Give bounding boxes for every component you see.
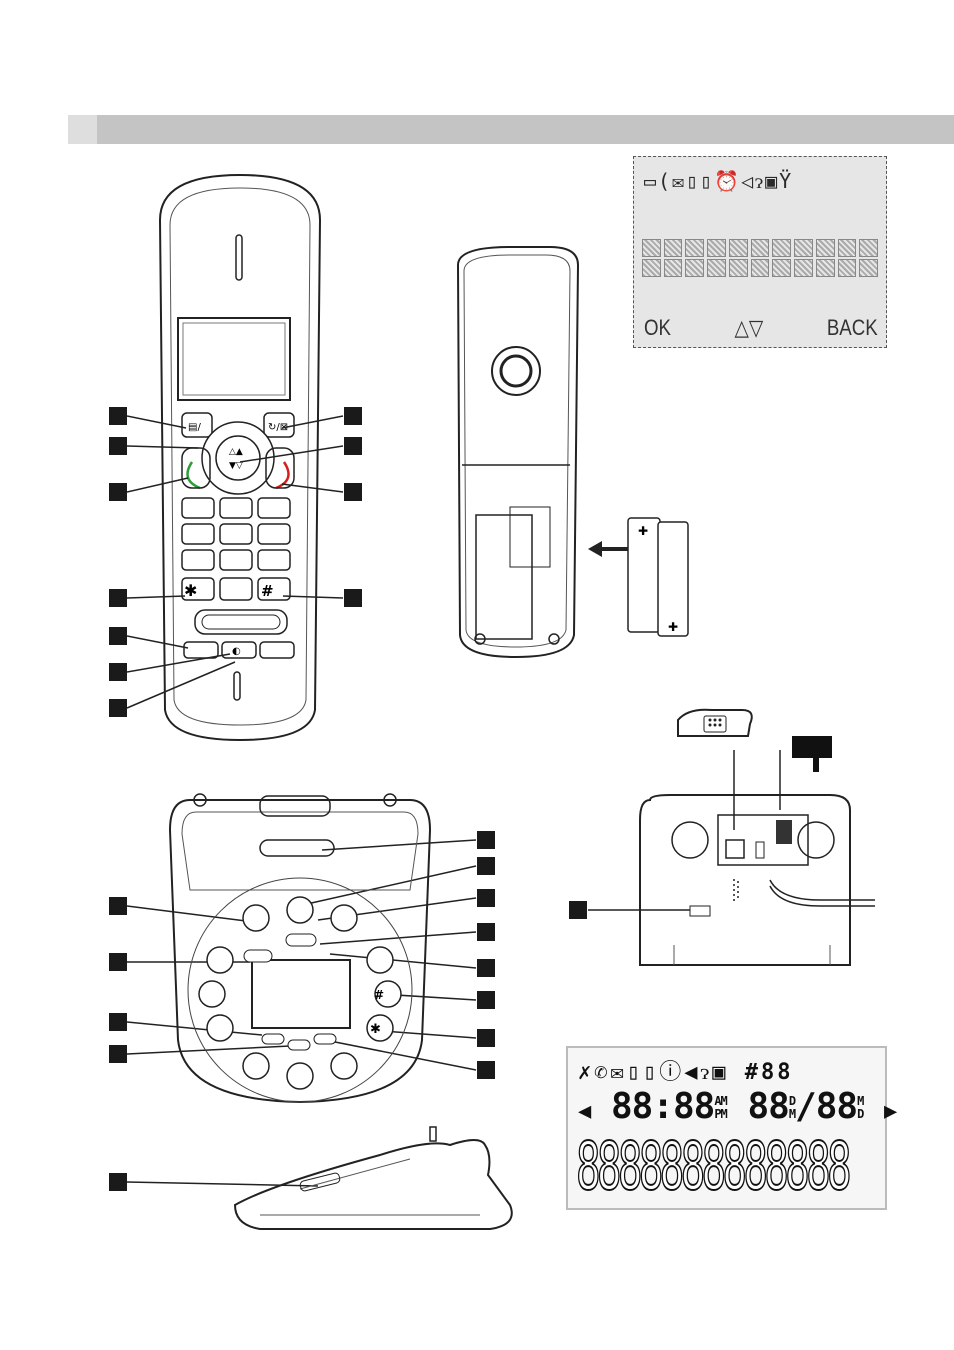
callout-marker (477, 1029, 495, 1047)
base-display-status-icons: ✗✆✉▯▯ⓘ◀ɂ▣ #88 (578, 1054, 793, 1086)
base-side-figure (230, 1125, 520, 1235)
d-label: D (857, 1107, 863, 1121)
pm-label: PM (714, 1107, 726, 1121)
callout-marker (569, 901, 587, 919)
callout-marker (477, 857, 495, 875)
callout-marker (477, 959, 495, 977)
callout-marker (109, 589, 127, 607)
callout-marker (344, 437, 362, 455)
callout-marker (109, 663, 127, 681)
callout-marker (344, 589, 362, 607)
callout-marker (477, 923, 495, 941)
display-segment-row (642, 239, 878, 257)
clock-time: 88:88 (611, 1086, 714, 1127)
callout-marker (477, 991, 495, 1009)
svg-text:✱: ✱ (370, 1022, 381, 1037)
softkey-back-label: BACK (827, 315, 878, 341)
callout-marker (477, 889, 495, 907)
m-label: M (857, 1094, 863, 1108)
callout-marker (109, 953, 127, 971)
am-label: AM (714, 1094, 726, 1108)
base-display-counter: #88 (745, 1060, 794, 1085)
callout-marker (344, 483, 362, 501)
base-display-icon-glyphs: ✗✆✉▯▯ⓘ◀ɂ▣ (578, 1060, 728, 1085)
handset-display: ▭(✉▯▯⏰◁ɂ▣Ÿ OK △▽ BACK (633, 156, 887, 348)
callout-marker (109, 483, 127, 501)
date-slash: / (795, 1086, 816, 1127)
base-display-digit-row: 8888888888888 (576, 1134, 848, 1200)
base-top-figure: # ✱ (160, 790, 440, 1110)
left-arrow-icon: ◀ (578, 1099, 590, 1124)
callout-marker (109, 1173, 127, 1191)
callout-marker (109, 897, 127, 915)
display-segment-row (642, 259, 878, 277)
svg-text:✚: ✚ (668, 620, 678, 634)
display-softkeys: OK △▽ BACK (644, 315, 878, 341)
date-first-field: 88 (747, 1086, 788, 1127)
softkey-ok-label: OK (644, 315, 671, 341)
callout-marker (109, 407, 127, 425)
callout-marker (109, 1045, 127, 1063)
svg-text:#: # (374, 988, 384, 1002)
callout-marker (109, 627, 127, 645)
display-status-icons: ▭(✉▯▯⏰◁ɂ▣Ÿ (644, 169, 793, 194)
base-rear-figure (630, 700, 880, 970)
callout-marker (344, 407, 362, 425)
callout-marker (109, 437, 127, 455)
callout-marker (477, 1061, 495, 1079)
callout-marker (109, 1013, 127, 1031)
svg-text:✚: ✚ (638, 524, 648, 538)
callout-marker (477, 831, 495, 849)
callout-marker (109, 699, 127, 717)
right-arrow-icon: ▶ (884, 1099, 896, 1124)
date-second-field: 88 (816, 1086, 857, 1127)
softkey-nav-label: △▽ (735, 315, 764, 341)
